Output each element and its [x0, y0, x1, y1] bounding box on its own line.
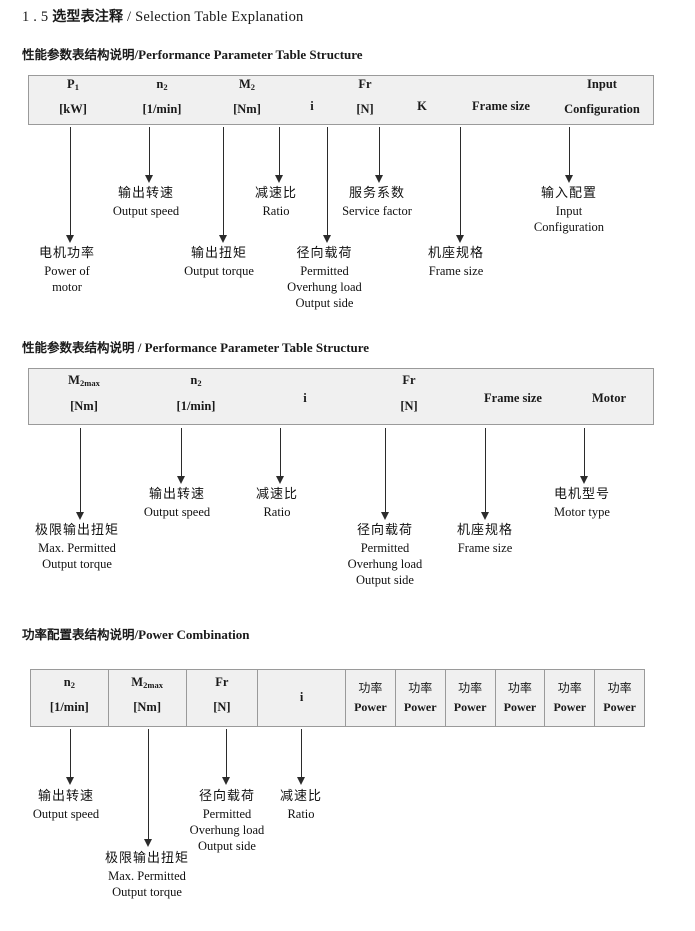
- section-heading-2-separator: /: [137, 340, 142, 355]
- arrow-to-ratio-2: [276, 428, 285, 484]
- note-output-torque: 输出扭矩 Output torque: [184, 246, 254, 278]
- table1-col-i: i: [310, 98, 314, 113]
- section-heading-1-en: Performance Parameter Table Structure: [138, 47, 363, 62]
- note-motor-type: 电机型号 Motor type: [553, 487, 610, 519]
- note-input-configuration: 输入配置 Input Configuration: [533, 186, 605, 234]
- note-service-factor: 服务系数 Service factor: [342, 186, 412, 218]
- arrow-to-output-speed-3: [66, 729, 75, 785]
- table1-col-k: K: [417, 98, 427, 113]
- arrow-to-motor-type: [580, 428, 589, 484]
- table2-col-fr: Fr [N]: [400, 373, 418, 413]
- table3-col-power-2: 功率 Power: [396, 670, 446, 726]
- power-combination-table: n2 [1/min] M2max [Nm] Fr [N] i 功率 Power …: [30, 669, 645, 727]
- note-ratio-2: 减速比 Ratio: [255, 487, 298, 519]
- arrow-to-ratio: [275, 127, 284, 183]
- note-frame-size: 机座规格 Frame size: [427, 246, 484, 278]
- table1-col-input-configuration: Input Configuration: [564, 76, 640, 116]
- arrow-to-permitted-overhung-load: [323, 127, 332, 243]
- arrow-to-service-factor: [375, 127, 384, 183]
- note-output-speed-2: 输出转速 Output speed: [143, 487, 211, 519]
- section-heading-1-cn: 性能参数表结构说明: [22, 47, 135, 62]
- note-frame-size-2: 机座规格 Frame size: [456, 523, 513, 555]
- arrow-to-permitted-overhung-load-2: [381, 428, 390, 520]
- note-permitted-overhung-load-2: 径向载荷 Permitted Overhung load Output side: [347, 523, 423, 587]
- section-heading-2-en: Performance Parameter Table Structure: [144, 340, 370, 355]
- table1-col-n2: n2 [1/min]: [142, 76, 182, 116]
- section-heading-3-cn: 功率配置表结构说明: [22, 627, 135, 642]
- arrow-to-ratio-3: [297, 729, 306, 785]
- arrow-to-output-speed: [145, 127, 154, 183]
- section-heading-1-separator: /: [134, 47, 139, 62]
- table1-col-fr: Fr [N]: [356, 76, 374, 116]
- note-output-speed-3: 输出转速 Output speed: [32, 789, 100, 821]
- arrow-to-frame-size-2: [481, 428, 490, 520]
- section-heading-3: 功率配置表结构说明/Power Combination: [22, 624, 250, 643]
- arrow-to-permitted-overhung-load-3: [222, 729, 231, 785]
- section-heading-3-separator: /: [134, 627, 139, 642]
- arrow-to-output-speed-2: [177, 428, 186, 484]
- table3-col-n2: n2 [1/min]: [31, 670, 109, 726]
- table2-col-frame-size: Frame size: [484, 390, 542, 405]
- table2-col-i: i: [303, 390, 307, 405]
- table3-col-power-5: 功率 Power: [545, 670, 596, 726]
- page-title-number: 1 . 5: [22, 9, 49, 25]
- page-title: 1 . 5 选型表注释 / Selection Table Explanatio…: [22, 6, 304, 26]
- arrow-to-max-permitted-output-torque-3: [144, 729, 153, 847]
- table3-col-power-1: 功率 Power: [346, 670, 396, 726]
- arrow-to-max-permitted-output-torque: [76, 428, 85, 520]
- note-ratio-3: 减速比 Ratio: [279, 789, 322, 821]
- arrow-to-power-of-motor: [66, 127, 75, 243]
- table1-col-frame-size: Frame size: [472, 98, 530, 113]
- table3-col-power-6: 功率 Power: [603, 681, 636, 714]
- table3-col-power-4: 功率 Power: [496, 670, 546, 726]
- section-heading-3-en: Power Combination: [138, 627, 250, 642]
- table2-col-motor: Motor: [591, 390, 626, 405]
- table2-col-m2max: M2max [Nm]: [68, 373, 100, 413]
- table1-col-m2: M2 [Nm]: [233, 76, 261, 116]
- arrow-to-frame-size: [456, 127, 465, 243]
- section-heading-1: 性能参数表结构说明/Performance Parameter Table St…: [22, 44, 363, 63]
- table3-col-i: i: [258, 670, 346, 726]
- page-title-cn: 选型表注释: [52, 9, 124, 25]
- section-heading-2: 性能参数表结构说明 / Performance Parameter Table …: [22, 337, 369, 356]
- table3-col-m2max: M2max [Nm]: [109, 670, 187, 726]
- performance-parameter-table-2: M2max [Nm] n2 [1/min] i Fr [N] Frame siz…: [28, 368, 654, 425]
- table1-col-p1: P1 [kW]: [59, 76, 87, 116]
- note-permitted-overhung-load-3: 径向载荷 Permitted Overhung load Output side: [189, 789, 265, 853]
- table3-col-power-3: 功率 Power: [446, 670, 496, 726]
- section-heading-2-cn: 性能参数表结构说明: [22, 340, 135, 355]
- table3-col-fr: Fr [N]: [187, 670, 259, 726]
- arrow-to-output-torque: [219, 127, 228, 243]
- page-title-separator: /: [127, 9, 132, 25]
- note-permitted-overhung-load: 径向载荷 Permitted Overhung load Output side: [287, 246, 362, 310]
- note-power-of-motor: 电机功率 Power of motor: [38, 246, 95, 294]
- performance-parameter-table-1: P1 [kW] n2 [1/min] M2 [Nm] i Fr [N] K Fr…: [28, 75, 654, 125]
- table2-col-n2: n2 [1/min]: [176, 373, 216, 413]
- arrow-to-input-configuration: [565, 127, 574, 183]
- note-output-speed: 输出转速 Output speed: [112, 186, 180, 218]
- note-max-permitted-output-torque: 极限输出扭矩 Max. Permitted Output torque: [34, 523, 119, 571]
- page-title-en: Selection Table Explanation: [135, 9, 304, 25]
- note-ratio: 减速比 Ratio: [254, 186, 297, 218]
- note-max-permitted-output-torque-3: 极限输出扭矩 Max. Permitted Output torque: [104, 851, 189, 899]
